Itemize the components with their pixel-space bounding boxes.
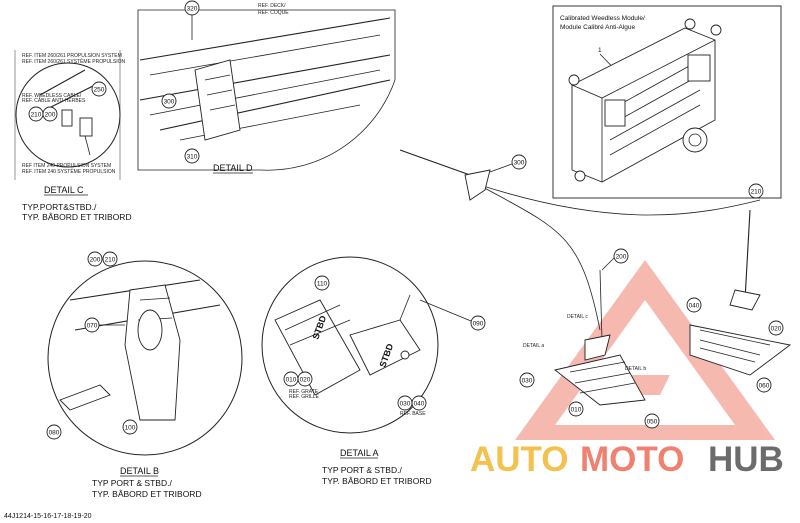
watermark-auto: AUTO	[470, 440, 569, 479]
module-title-line1: Calibrated Weedless Module/	[560, 15, 645, 22]
callout-main-030: 030	[519, 372, 535, 388]
svg-text:050: 050	[647, 419, 658, 426]
callout-main-210: 210	[748, 183, 764, 199]
svg-text:040: 040	[414, 401, 425, 408]
callout-main-050: 050	[644, 413, 660, 429]
svg-text:040: 040	[689, 303, 700, 310]
callout-b-080: 080	[46, 424, 62, 440]
svg-text:200: 200	[45, 112, 56, 119]
callout-a-040: 040	[411, 395, 427, 411]
detail-a-sub2: TYP. BÂBORD ET TRIBORD	[322, 476, 432, 486]
detail-a-ref-base: REF. BASE	[400, 411, 426, 417]
detail-c-ref3-line2: REF. ITEM 240 SYSTÈME PROPULSION	[22, 168, 116, 175]
svg-text:310: 310	[187, 154, 198, 161]
svg-text:080: 080	[49, 430, 60, 437]
main-assembly: 300 210 200 040 020 060 030	[399, 149, 792, 429]
callout-a-110: 110	[314, 275, 330, 291]
callout-a-090: 090	[419, 299, 486, 331]
detail-c-sub1: TYP.PORT&STBD./	[22, 202, 97, 212]
drawing-number: 44J1214-15-16-17-18-19-20	[4, 513, 92, 520]
callout-main-010: 010	[568, 401, 584, 417]
watermark-triangle-icon	[515, 260, 775, 440]
callout-b-210: 210	[102, 251, 118, 267]
svg-text:030: 030	[400, 401, 411, 408]
callout-320: 320	[184, 0, 200, 40]
svg-text:010: 010	[571, 407, 582, 414]
detail-a-sub1: TYP PORT & STBD./	[322, 465, 402, 475]
detail-c-ref3-line1: REF ITEM 240 PROPULSION SYSTEM	[22, 163, 111, 169]
svg-text:200: 200	[616, 254, 627, 261]
svg-text:300: 300	[514, 160, 525, 167]
svg-text:200: 200	[90, 257, 101, 264]
main-detail-a-label: DETAIL a	[523, 343, 544, 349]
callout-250: 250	[91, 81, 107, 97]
detail-a-title: DETAIL A	[340, 448, 379, 458]
callout-a-030: 030	[397, 395, 413, 411]
callout-main-300: 300	[489, 154, 527, 173]
detail-c-sub2: TYP. BÂBORD ET TRIBORD	[22, 212, 132, 222]
callout-300: 300	[161, 93, 177, 109]
callout-200: 200	[42, 106, 58, 122]
detail-a: STBD STBD 110 090 010 020 030 040 RE	[261, 256, 486, 486]
callout-main-040: 040	[686, 297, 702, 313]
svg-text:210: 210	[751, 189, 762, 196]
detail-c: REF. ITEM 260/261 PROPULSION SYSTEM REF.…	[14, 50, 132, 222]
callout-b-200: 200	[87, 251, 103, 267]
callout-main-200: 200	[601, 248, 629, 271]
svg-text:020: 020	[300, 377, 311, 384]
detail-b: 200 210 070 080 100 DETAIL B TYP PORT & …	[46, 251, 243, 499]
callout-a-010: 010	[283, 371, 299, 387]
callout-b-070: 070	[84, 317, 125, 333]
detail-c-ref2-line2: REF. CÂBLE ANTI-HERBES	[22, 97, 86, 104]
module-panel: Calibrated Weedless Module/ Module Calib…	[552, 5, 782, 199]
detail-d-title: DETAIL D	[213, 163, 253, 173]
svg-text:010: 010	[286, 377, 297, 384]
svg-text:070: 070	[87, 323, 98, 330]
detail-a-ref-grate-line2: REF. GRILLE	[289, 394, 320, 400]
detail-d-frame	[137, 9, 396, 171]
detail-c-ref2-line1: REF. WEEDLESS CABLE/	[22, 93, 82, 99]
callout-b-100: 100	[122, 419, 138, 435]
detail-d-ref-line2: REF. COQUE	[258, 10, 289, 16]
svg-text:210: 210	[105, 257, 116, 264]
svg-text:090: 090	[473, 321, 484, 328]
detail-c-ref1-line1: REF. ITEM 260/261 PROPULSION SYSTEM	[22, 53, 122, 59]
detail-c-ref1-line2: REF. ITEM 260/261 SYSTÈME PROPULSION	[22, 58, 125, 65]
module-title-line2: Module Calibré Anti-Algue	[560, 24, 636, 31]
watermark-hub: HUB	[708, 440, 784, 479]
detail-b-sub1: TYP PORT & STBD./	[92, 478, 172, 488]
detail-b-sub2: TYP. BÂBORD ET TRIBORD	[92, 489, 202, 499]
svg-text:030: 030	[522, 378, 533, 385]
callout-main-020: 020	[768, 320, 784, 336]
svg-text:300: 300	[164, 99, 175, 106]
svg-text:250: 250	[94, 87, 105, 94]
svg-text:100: 100	[125, 425, 136, 432]
detail-a-ref-grate-line1: REF. GRATE	[289, 389, 319, 395]
callout-310: 310	[184, 148, 200, 164]
callout-210: 210	[28, 106, 44, 122]
watermark-text: AUTO MOTO HUB	[470, 440, 784, 479]
weedless-module-drawing	[568, 18, 722, 183]
module-item-number: 1	[598, 47, 602, 54]
detail-d-ref-line1: REF. DECK/	[258, 3, 286, 9]
watermark-moto: MOTO	[580, 440, 684, 479]
detail-d: REF. DECK/ REF. COQUE 320 300 310 DETAIL…	[137, 0, 396, 174]
detail-a-circle	[261, 256, 439, 434]
detail-b-title: DETAIL B	[120, 466, 159, 476]
svg-text:210: 210	[31, 112, 42, 119]
main-detail-b-label: DETAIL b	[625, 366, 646, 372]
svg-text:060: 060	[759, 383, 770, 390]
svg-text:020: 020	[771, 326, 782, 333]
callout-a-020: 020	[297, 371, 313, 387]
svg-text:320: 320	[187, 6, 198, 13]
main-detail-c-label: DETAIL c	[567, 314, 588, 320]
detail-c-title: DETAIL C	[44, 185, 84, 195]
callout-main-060: 060	[756, 377, 772, 393]
svg-text:110: 110	[317, 281, 328, 288]
